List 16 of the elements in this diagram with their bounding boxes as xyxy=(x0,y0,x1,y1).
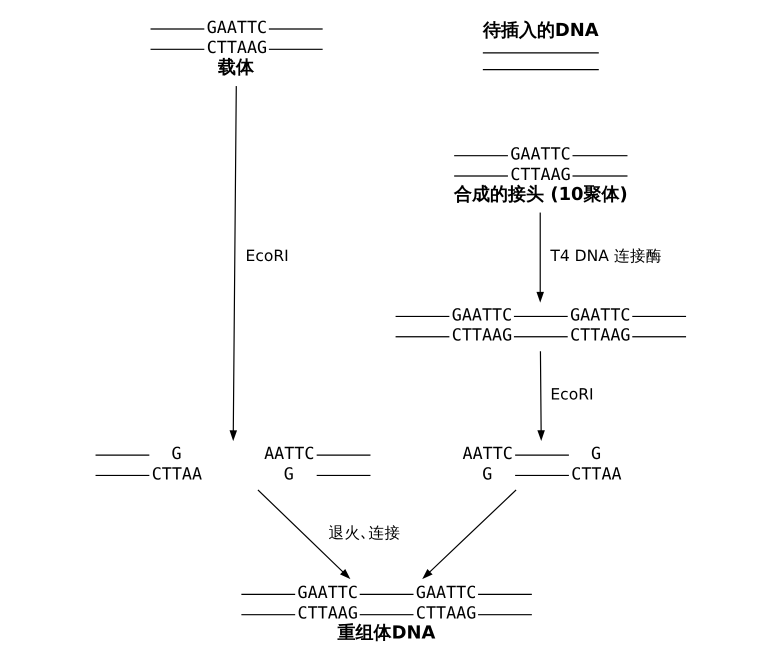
edge-label: 退火､连接 xyxy=(328,524,400,542)
node-text: GAATTC GAATTC CTTAAG CTTAAG 重组体DNA xyxy=(297,582,476,644)
edge-label: EcoRI xyxy=(550,385,594,404)
node-text: G AATTC CTTAA G xyxy=(151,442,314,484)
node-text: 待插入的DNA xyxy=(482,20,598,42)
node-text: AATTC G G CTTAA xyxy=(462,442,622,484)
arrow xyxy=(229,86,237,442)
arrow xyxy=(536,351,544,442)
arrow xyxy=(422,490,516,580)
node-text: GAATTC GAATTC CTTAAG CTTAAG xyxy=(451,304,630,345)
node-text: GAATTC CTTAAG 合成的接头 (10聚体) xyxy=(454,144,628,205)
edge-label: EcoRI xyxy=(245,246,288,265)
arrow xyxy=(257,490,350,580)
edge-label: T4 DNA 连接酶 xyxy=(550,246,662,265)
node-text: GAATTC CTTAAG 载体 xyxy=(206,16,267,78)
arrow xyxy=(536,212,544,303)
